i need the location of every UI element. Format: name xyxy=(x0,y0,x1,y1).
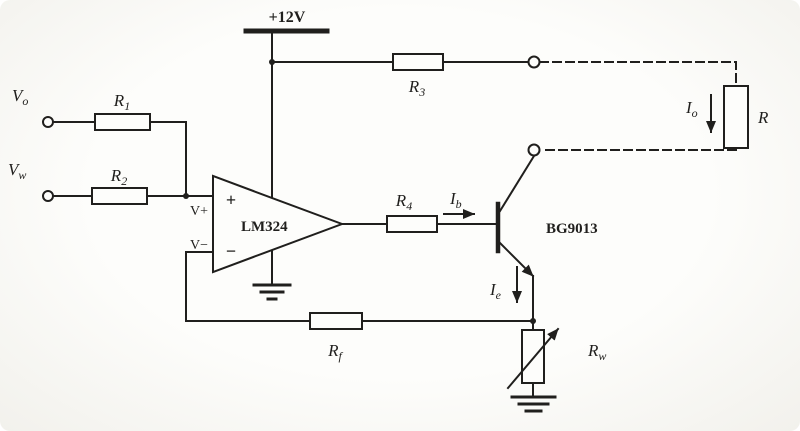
ib-label: Ib xyxy=(449,189,462,211)
opamp: V+ V− + − LM324 xyxy=(190,174,345,274)
supply-label: +12V xyxy=(269,9,306,26)
resistor-rf xyxy=(309,312,363,330)
vminus-pin-label: V− xyxy=(190,238,208,253)
resistor-load xyxy=(723,85,749,149)
resistor-r2 xyxy=(91,187,148,205)
vw-label: Vw xyxy=(8,160,26,182)
emitter-branch: Ie xyxy=(489,266,534,322)
rw-label: Rw xyxy=(587,341,606,363)
resistor-r1 xyxy=(94,113,151,131)
transistor-label: BG9013 xyxy=(546,221,598,237)
terminal-vw xyxy=(42,190,54,202)
wire xyxy=(185,251,311,322)
potentiometer-arrow xyxy=(506,327,560,390)
power-supply: +12V xyxy=(243,9,330,301)
transistor-collector xyxy=(498,154,536,213)
terminal-bottom xyxy=(527,143,541,157)
vo-label: Vo xyxy=(12,86,28,108)
r2-label: R2 xyxy=(110,166,127,188)
terminal-top xyxy=(527,55,541,69)
terminal-vo xyxy=(42,116,54,128)
dashed-wire xyxy=(539,61,737,87)
r4-branch: R4 Ib xyxy=(341,189,497,233)
feedback-branch: Rf xyxy=(185,251,536,363)
r3-branch: R3 xyxy=(271,53,541,99)
opamp-name: LM324 xyxy=(241,219,288,235)
junction-dot xyxy=(183,193,189,199)
resistor-r3 xyxy=(392,53,444,71)
potentiometer-rw xyxy=(521,329,545,384)
resistor-r4 xyxy=(386,215,438,233)
r1-label: R1 xyxy=(113,91,130,113)
plus-sign: + xyxy=(226,190,236,210)
transistor-emitter xyxy=(498,241,535,278)
r4-label: R4 xyxy=(395,191,412,213)
load-branch: R Io xyxy=(527,61,769,157)
opamp-triangle xyxy=(212,174,345,274)
rf-label: Rf xyxy=(327,341,343,363)
input-vo-branch: Vo R1 xyxy=(12,86,187,197)
rw-branch: Rw xyxy=(506,320,606,413)
input-vw-branch: Vw R2 xyxy=(8,160,214,205)
ie-label: Ie xyxy=(489,280,502,302)
r3-label: R3 xyxy=(408,77,425,99)
transistor: BG9013 xyxy=(495,154,598,278)
vplus-pin-label: V+ xyxy=(190,204,208,219)
load-label: R xyxy=(757,108,769,127)
minus-sign: − xyxy=(226,241,236,261)
io-label: Io xyxy=(685,98,698,120)
